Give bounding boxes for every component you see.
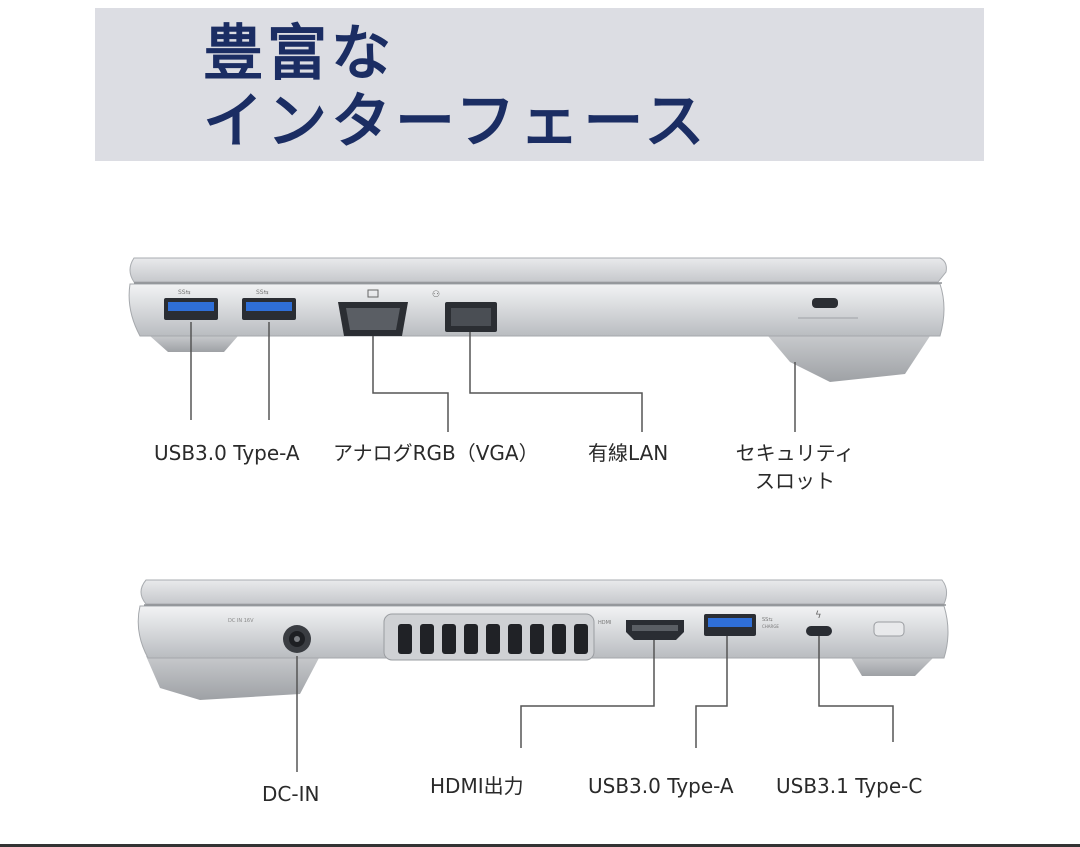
title-line-1: 豊富な <box>203 19 395 89</box>
side-cover <box>873 621 905 637</box>
title-banner <box>95 8 984 161</box>
hdmi-port: HDMI <box>598 620 684 640</box>
label-lan: 有線LAN <box>588 441 669 465</box>
label-dc-in: DC-IN <box>262 782 320 806</box>
left-leader-lines <box>190 322 796 432</box>
left-rear-foot <box>768 336 930 382</box>
left-front-foot <box>150 336 238 352</box>
label-usb-c: USB3.1 Type-C <box>776 774 923 798</box>
label-security-slot: セキュリティ スロット <box>728 439 862 495</box>
laptop-left-side: SS⇆ SS⇆ ⚇ <box>128 257 947 432</box>
svg-text:SS⇆: SS⇆ <box>178 289 191 296</box>
svg-text:HDMI: HDMI <box>598 620 611 626</box>
title-line-2: インターフェース <box>203 87 709 157</box>
left-usb-a-port-1: SS⇆ <box>164 289 218 320</box>
svg-text:CHARGE: CHARGE <box>762 624 779 629</box>
left-usb-a-port-2: SS⇆ <box>242 289 296 320</box>
label-security-line-2: スロット <box>755 469 835 493</box>
svg-text:SS⇆: SS⇆ <box>256 289 269 296</box>
usb-c-port: ϟ <box>806 610 832 636</box>
left-lid <box>129 257 947 283</box>
label-hdmi: HDMI出力 <box>430 774 524 798</box>
right-front-foot <box>146 656 320 700</box>
page-title: 豊富な インターフェース <box>203 20 708 156</box>
right-lid <box>140 579 948 605</box>
lan-port: ⚇ <box>432 290 497 332</box>
vga-port <box>338 289 408 336</box>
laptop-right-side: DC IN 16V HDMI <box>137 579 949 772</box>
svg-text:ϟ: ϟ <box>815 610 822 621</box>
label-security-line-1: セキュリティ <box>735 441 855 465</box>
dc-in-port: DC IN 16V <box>228 618 311 653</box>
label-vga: アナログRGB（VGA） <box>333 441 539 465</box>
svg-text:SS⇆: SS⇆ <box>762 617 773 623</box>
vent-grille <box>383 613 595 661</box>
security-slot <box>798 298 858 319</box>
bottom-rule <box>0 844 1080 847</box>
left-base <box>128 283 945 337</box>
label-left-usb-a: USB3.0 Type-A <box>154 441 300 465</box>
label-right-usb-a: USB3.0 Type-A <box>588 774 734 798</box>
right-leader-lines <box>296 636 894 772</box>
svg-text:⚇: ⚇ <box>432 290 440 300</box>
right-usb-a-port: SS⇆ CHARGE <box>704 614 779 636</box>
svg-text:DC IN 16V: DC IN 16V <box>228 618 254 624</box>
right-rear-foot <box>850 656 935 676</box>
